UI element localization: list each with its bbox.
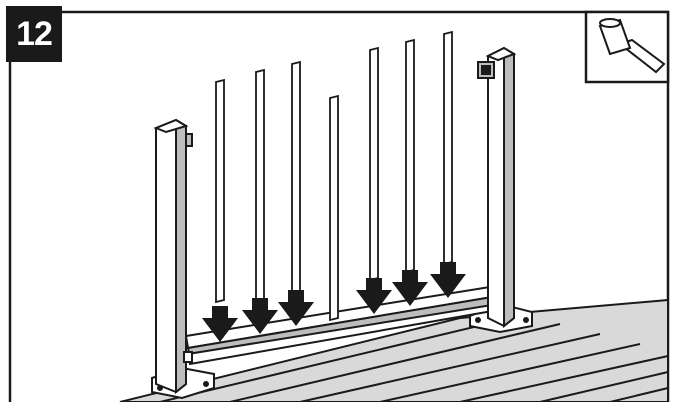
baluster <box>405 38 415 274</box>
baluster <box>255 68 265 304</box>
down-arrow-icon <box>202 306 238 342</box>
baluster <box>291 60 301 304</box>
balusters <box>215 30 453 322</box>
baluster <box>215 78 225 304</box>
down-arrow-icon <box>242 298 278 334</box>
down-arrow-icon <box>356 278 392 314</box>
tool-inset <box>584 10 670 84</box>
baluster <box>369 46 379 282</box>
post-right <box>477 46 517 329</box>
down-arrow-icon <box>392 270 428 306</box>
baluster <box>329 94 339 322</box>
rubber-mallet-icon <box>598 18 666 74</box>
down-arrow-icon <box>278 290 314 326</box>
post-left <box>151 118 215 400</box>
baluster <box>443 30 453 266</box>
insert-arrows <box>202 262 466 342</box>
down-arrow-icon <box>430 262 466 298</box>
step-number-badge: 12 <box>6 6 62 62</box>
bracket-clip <box>477 61 495 79</box>
